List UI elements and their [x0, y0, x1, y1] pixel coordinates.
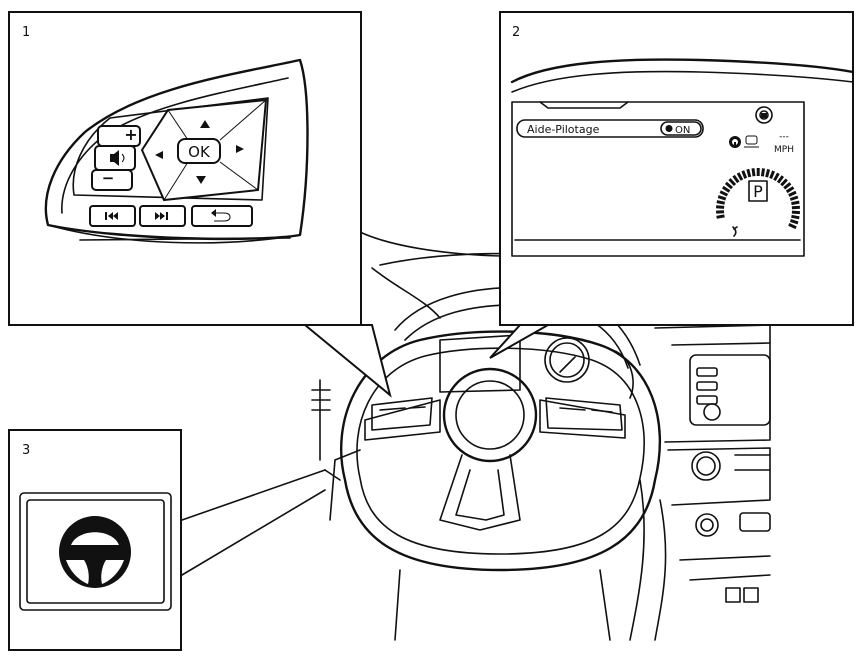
gauge-tick	[785, 186, 795, 194]
gear-box	[748, 180, 768, 202]
eco-icon	[732, 226, 738, 237]
aide-pilotage-bar	[516, 119, 704, 138]
gauge-tick	[746, 168, 752, 178]
gauge-tick	[724, 181, 733, 190]
gauge-tick	[788, 223, 797, 230]
gauge-tick	[791, 210, 800, 215]
arrow-up-icon[interactable]	[200, 120, 210, 128]
callout-number-2: 2	[512, 25, 520, 40]
aide-pilotage-label: Aide-Pilotage	[527, 123, 600, 136]
ok-label: OK	[188, 143, 211, 161]
arrow-down-icon[interactable]	[196, 176, 206, 184]
gauge-tick	[717, 195, 727, 201]
gear-indicator: P	[753, 182, 763, 201]
volume-down-button[interactable]	[91, 169, 133, 191]
toggle-dot-icon	[665, 125, 673, 132]
gauge-tick	[736, 172, 744, 181]
gauge-tick	[780, 178, 788, 187]
gauge-tick	[789, 195, 799, 201]
vehicle-ahead-icon	[744, 135, 759, 148]
callout-panel-3: 3	[8, 429, 182, 651]
minus-label: −	[102, 169, 115, 187]
gauge-tick	[751, 168, 756, 177]
gauge-tick	[783, 182, 792, 190]
driver-assist-icon	[755, 106, 773, 124]
gauge-arc	[715, 168, 800, 230]
gauge-tick	[721, 185, 731, 193]
gauge-tick	[791, 200, 800, 206]
speed-dashes: ---	[779, 132, 789, 142]
callout-panel-1: 1 + − OK	[8, 11, 362, 326]
arrow-right-icon[interactable]	[236, 145, 244, 153]
plus-label: +	[124, 125, 137, 144]
callout-line-3a	[181, 469, 326, 521]
gauge-tick	[719, 190, 729, 197]
gauge-tick	[788, 190, 797, 197]
callout-panel-2: 2 Aide-Pilotage ON --- MPH	[499, 11, 855, 326]
back-icon	[211, 209, 231, 222]
callout-pointer-1	[302, 324, 392, 398]
on-label: ON	[675, 125, 690, 136]
arrow-left-icon[interactable]	[155, 151, 163, 159]
meter-screen	[511, 101, 805, 257]
previous-track-icon	[105, 212, 118, 220]
steering-wheel-icon	[59, 516, 131, 588]
callout-pointer-2	[489, 324, 552, 359]
small-steering-wheel-icon	[729, 136, 741, 148]
dashboard-scene	[311, 231, 771, 641]
gauge-tick	[732, 174, 740, 184]
speed-unit: MPH	[774, 145, 794, 155]
gauge-tick	[791, 205, 800, 210]
speaker-icon	[110, 150, 125, 166]
on-toggle	[660, 121, 702, 136]
gauge-tick	[789, 218, 799, 225]
gauge-tick	[716, 200, 725, 205]
gauge-tick	[716, 214, 725, 219]
gauge-tick	[715, 205, 725, 209]
gauge-tick	[773, 172, 780, 182]
callout-line-3b	[181, 489, 326, 576]
gauge-tick	[728, 178, 737, 187]
gauge-tick	[776, 175, 785, 184]
callout-number-3: 3	[22, 443, 30, 458]
callout-number-1: 1	[22, 25, 30, 40]
gauge-tick	[791, 214, 800, 220]
gauge-tick	[760, 168, 765, 177]
gauge-tick	[769, 170, 775, 179]
next-track-icon	[155, 212, 168, 220]
ok-button[interactable]	[177, 138, 221, 164]
gauge-tick	[765, 169, 771, 178]
gauge-tick	[741, 170, 748, 179]
back-button[interactable]	[191, 205, 253, 227]
